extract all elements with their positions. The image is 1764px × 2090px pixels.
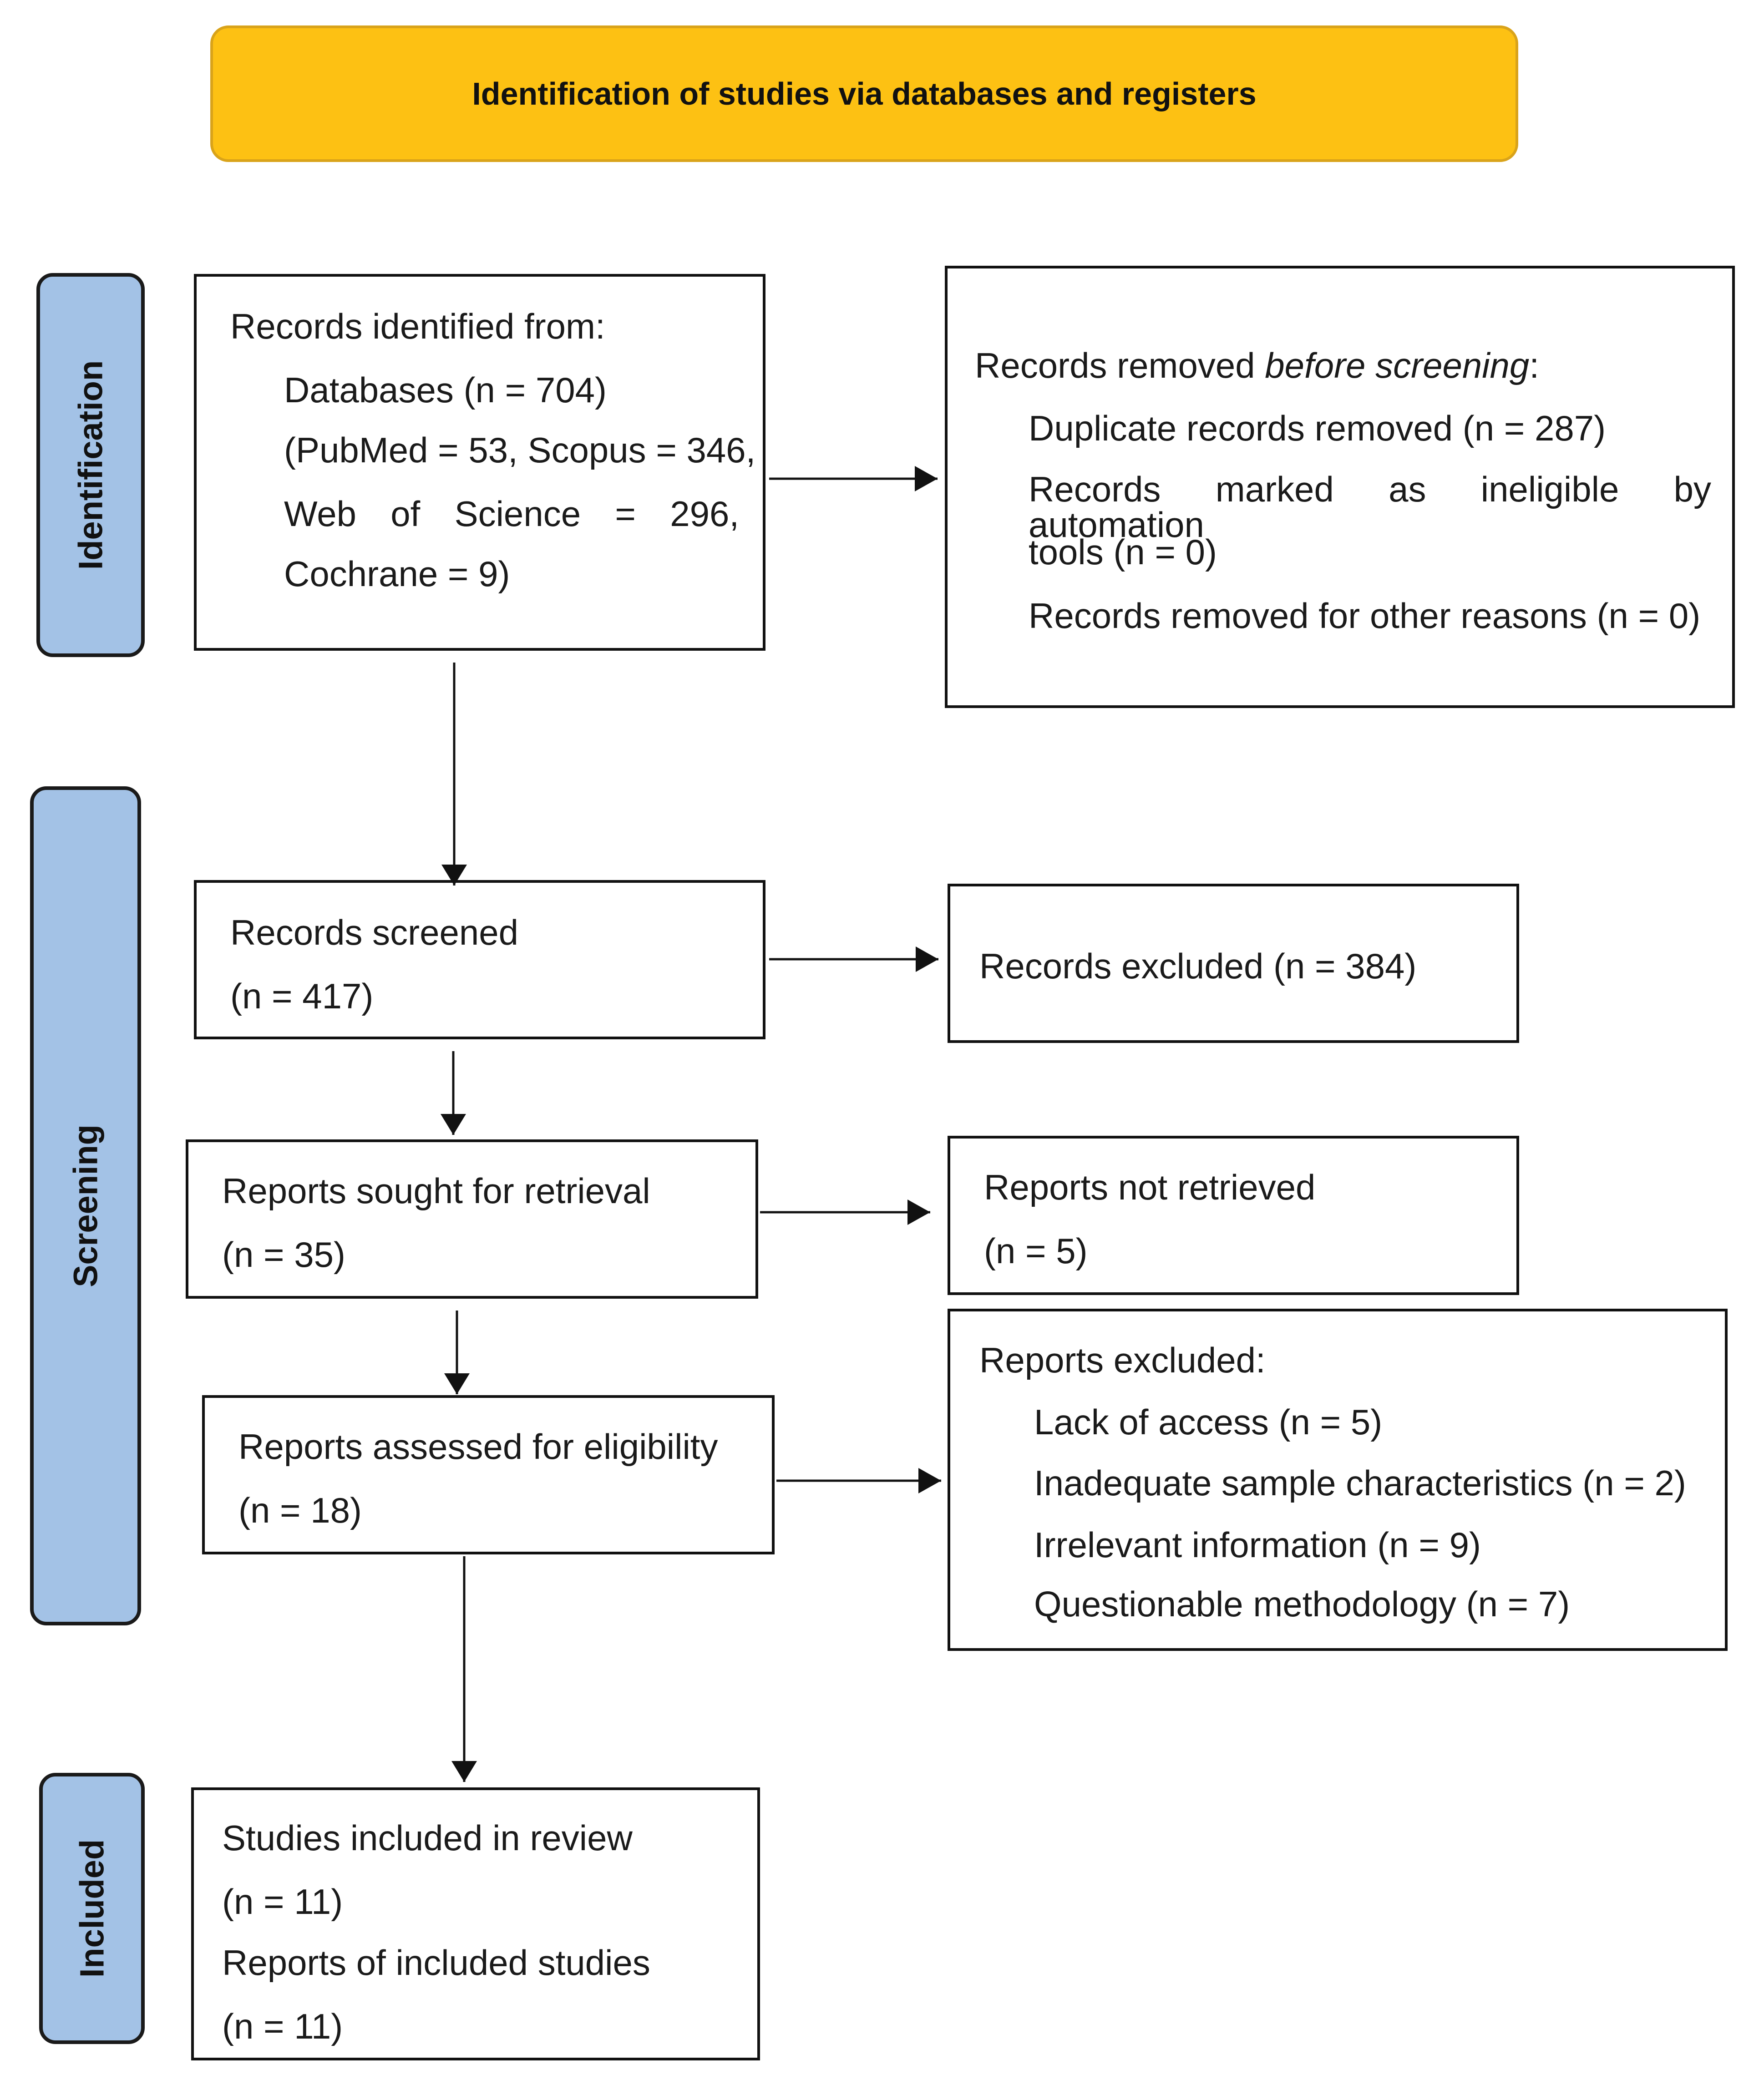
reports-excluded-reason: Questionable methodology (n = 7) (1034, 1584, 1570, 1624)
reports-excluded-box: Reports excluded: Lack of access (n = 5)… (948, 1309, 1728, 1651)
records-screened-box: Records screened (n = 417) (194, 880, 765, 1039)
phase-screening-label: Screening (66, 1124, 105, 1287)
arrowhead (918, 1468, 941, 1493)
reports-sought-box: Reports sought for retrieval (n = 35) (186, 1139, 758, 1299)
phase-identification: Identification (36, 273, 145, 657)
records-removed-duplicates: Duplicate records removed (n = 287) (1029, 408, 1606, 448)
included-reports-count: (n = 11) (222, 2006, 343, 2046)
included-studies-label: Studies included in review (222, 1818, 633, 1858)
phase-identification-label: Identification (71, 360, 110, 570)
records-removed-heading: Records removed before screening: (975, 345, 1539, 385)
records-identified-breakdown-3: Cochrane = 9) (284, 554, 510, 594)
records-identified-box: Records identified from: Databases (n = … (194, 274, 765, 651)
arrowhead (441, 1114, 466, 1135)
records-screened-label: Records screened (230, 912, 518, 952)
reports-sought-count: (n = 35) (222, 1235, 345, 1275)
included-studies-count: (n = 11) (222, 1882, 343, 1922)
records-removed-box: Records removed before screening: Duplic… (945, 266, 1735, 708)
records-identified-databases: Databases (n = 704) (284, 370, 607, 410)
records-excluded-label: Records excluded (n = 384) (979, 946, 1417, 986)
records-screened-count: (n = 417) (230, 976, 374, 1016)
reports-assessed-box: Reports assessed for eligibility (n = 18… (202, 1395, 775, 1554)
reports-excluded-reason: Irrelevant information (n = 9) (1034, 1525, 1481, 1565)
included-reports-label: Reports of included studies (222, 1943, 650, 1983)
records-excluded-box: Records excluded (n = 384) (948, 884, 1519, 1043)
reports-not-retrieved-box: Reports not retrieved (n = 5) (948, 1136, 1519, 1295)
reports-excluded-heading: Reports excluded: (979, 1340, 1266, 1380)
reports-assessed-count: (n = 18) (238, 1490, 362, 1530)
records-removed-other: Records removed for other reasons (n = 0… (1029, 596, 1701, 636)
reports-excluded-reason: Inadequate sample characteristics (n = 2… (1034, 1463, 1686, 1503)
phase-screening: Screening (30, 786, 141, 1625)
reports-not-retrieved-count: (n = 5) (984, 1231, 1088, 1271)
arrowhead (915, 466, 938, 491)
included-box: Studies included in review (n = 11) Repo… (191, 1787, 760, 2060)
arrowhead (916, 946, 938, 972)
arrowhead (451, 1761, 477, 1782)
phase-included: Included (39, 1773, 145, 2044)
reports-excluded-reason: Lack of access (n = 5) (1034, 1402, 1383, 1442)
reports-not-retrieved-label: Reports not retrieved (984, 1167, 1316, 1207)
arrowhead (907, 1199, 930, 1225)
records-removed-automation-2: tools (n = 0) (1029, 532, 1217, 572)
header-banner: Identification of studies via databases … (210, 25, 1518, 162)
records-identified-breakdown-2: Web of Science = 296, (284, 494, 739, 534)
phase-included-label: Included (73, 1839, 111, 1978)
reports-assessed-label: Reports assessed for eligibility (238, 1427, 718, 1467)
records-identified-heading: Records identified from: (230, 306, 605, 346)
arrowhead (444, 1373, 470, 1394)
records-identified-breakdown-1: (PubMed = 53, Scopus = 346, (284, 430, 756, 470)
reports-sought-label: Reports sought for retrieval (222, 1171, 650, 1211)
header-title: Identification of studies via databases … (472, 76, 1257, 111)
records-removed-heading-italic: before screening (1265, 345, 1530, 385)
records-removed-automation-1: Records marked as ineligible by automati… (1029, 469, 1711, 545)
